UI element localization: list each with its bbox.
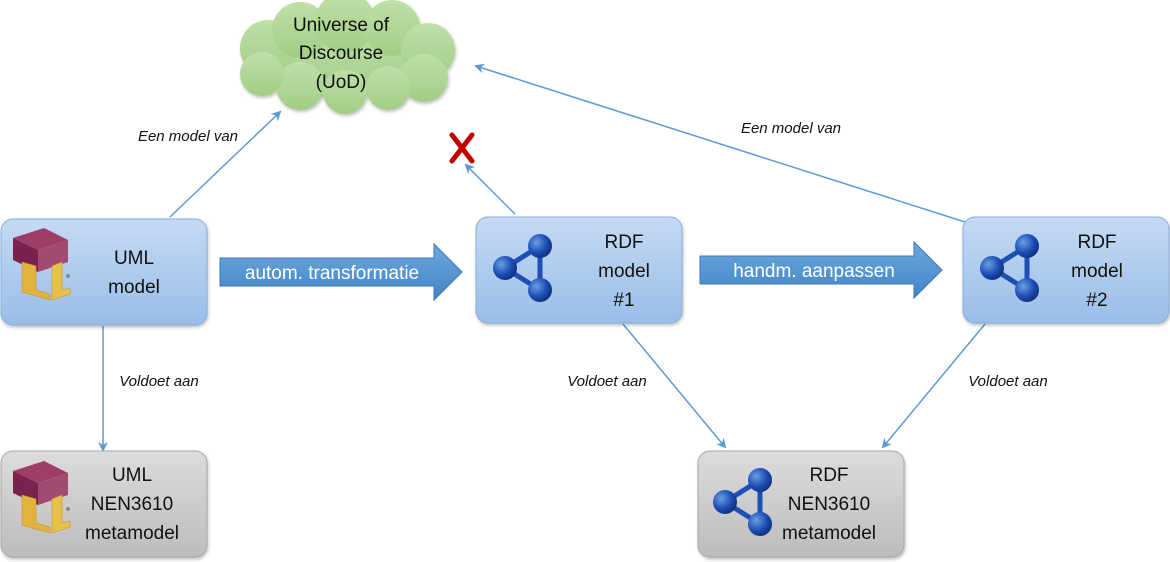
rdf-model-1-box: RDF model #1 bbox=[475, 216, 683, 324]
red-x-icon bbox=[449, 132, 475, 164]
rdf-meta-line3: metamodel bbox=[782, 523, 876, 544]
rdf-meta-line1: RDF bbox=[809, 465, 848, 486]
connector-uml-to-uod bbox=[169, 110, 282, 218]
rdf2-line1: RDF bbox=[1077, 232, 1116, 253]
uml-model-line1: UML bbox=[114, 248, 154, 269]
uml-meta-line3: metamodel bbox=[85, 523, 179, 544]
uml-meta-line1: UML bbox=[112, 465, 152, 486]
rdf-model-2-box: RDF model #2 bbox=[962, 216, 1170, 324]
rdf-meta-line2: NEN3610 bbox=[788, 494, 870, 515]
adjust-arrow-label: handm. aanpassen bbox=[733, 261, 895, 282]
connector-rdf1-to-meta bbox=[622, 323, 727, 449]
rdf-graph-icon bbox=[493, 234, 552, 302]
transform-arrow: autom. transformatie bbox=[219, 242, 463, 302]
rdf1-line2: model bbox=[598, 261, 650, 282]
label-uml-model-of-uod: Een model van bbox=[138, 128, 238, 145]
rdf1-line3: #1 bbox=[613, 290, 634, 311]
rdf-metamodel-box: RDF NEN3610 metamodel bbox=[697, 450, 905, 558]
label-rdf2-conforms: Voldoet aan bbox=[968, 373, 1048, 390]
rdf1-line1: RDF bbox=[604, 232, 643, 253]
rdf-graph-icon bbox=[713, 468, 772, 536]
uod-line1: Universe of bbox=[293, 15, 390, 36]
connectors bbox=[98, 63, 986, 452]
connector-rdf1-to-x bbox=[464, 163, 516, 215]
uod-line3: (UoD) bbox=[316, 72, 367, 93]
rdf2-line3: #2 bbox=[1086, 290, 1107, 311]
rdf-graph-icon bbox=[980, 234, 1039, 302]
rdf2-line2: model bbox=[1071, 261, 1123, 282]
uod-line2: Discourse bbox=[299, 43, 383, 64]
connector-rdf2-to-uod bbox=[474, 63, 966, 223]
uml-meta-line2: NEN3610 bbox=[91, 494, 173, 515]
label-rdf1-conforms: Voldoet aan bbox=[567, 373, 647, 390]
connector-rdf2-to-meta bbox=[881, 323, 986, 449]
label-uml-conforms: Voldoet aan bbox=[119, 373, 199, 390]
uml-model-line2: model bbox=[108, 277, 160, 298]
uml-model-box: UML model bbox=[0, 218, 208, 326]
uml-logo-icon bbox=[13, 228, 71, 301]
label-rdf2-model-of-uod: Een model van bbox=[741, 120, 841, 137]
uod-cloud: Universe of Discourse (UoD) bbox=[240, 0, 455, 114]
uml-metamodel-box: UML NEN3610 metamodel bbox=[0, 450, 208, 558]
transform-arrow-label: autom. transformatie bbox=[245, 263, 419, 284]
adjust-arrow: handm. aanpassen bbox=[699, 240, 943, 300]
uml-logo-icon bbox=[13, 461, 71, 534]
